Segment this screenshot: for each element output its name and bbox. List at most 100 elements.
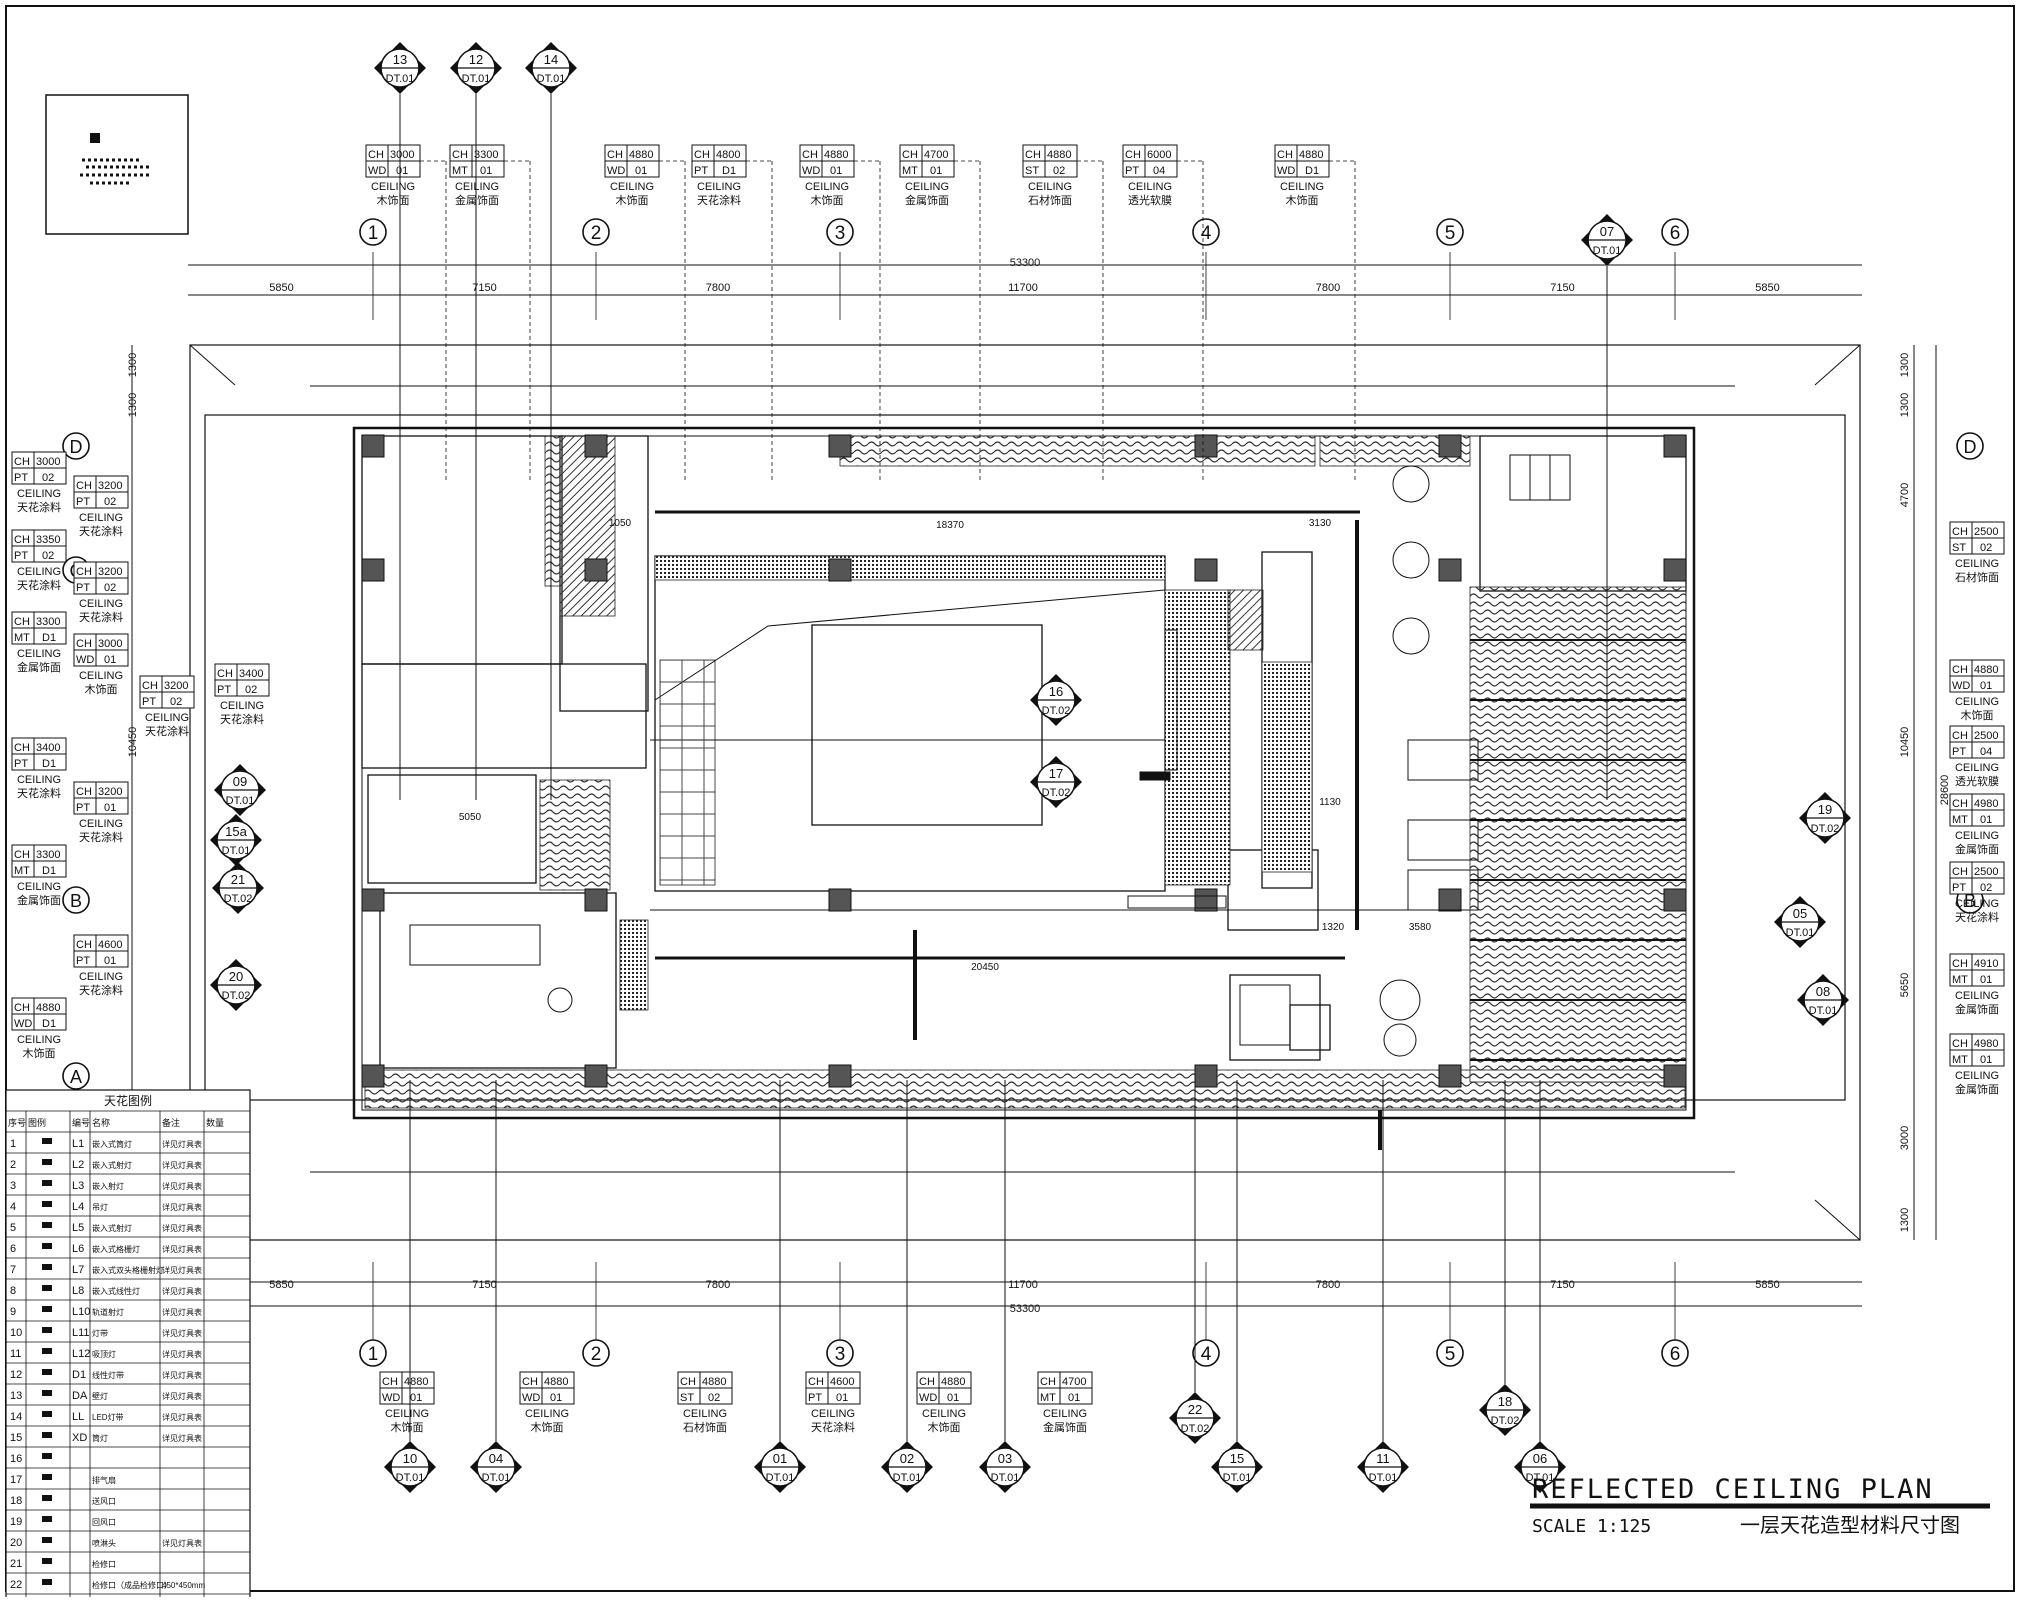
dim-interior-1: 3130: [1309, 518, 1332, 529]
dim-interior-6: 3580: [1409, 922, 1432, 933]
tag-num: D1: [42, 1018, 56, 1030]
tag-material: 金属饰面: [1955, 1082, 1999, 1096]
tag-height: 4880: [824, 149, 848, 161]
legend-header: 备注: [162, 1117, 180, 1128]
legend-name: 线性灯带: [92, 1370, 124, 1380]
legend-name: 吊灯: [92, 1202, 108, 1212]
legend-header: 图例: [28, 1117, 46, 1128]
column-6-D: [1663, 434, 1687, 458]
tag-code: PT: [76, 582, 90, 594]
tag-height: 3200: [98, 786, 122, 798]
tag-material: 石材饰面: [1955, 570, 1999, 584]
tag-code: WD: [522, 1392, 540, 1404]
tag-height: 4880: [1974, 664, 1998, 676]
legend-name: 回风口: [92, 1518, 116, 1527]
tag-ceiling: CEILING: [610, 181, 654, 193]
tag-ceiling: CEILING: [1043, 1408, 1087, 1420]
tag-material: 天花涂料: [79, 610, 123, 624]
tag-num: 04: [1980, 746, 1992, 758]
tag-code: PT: [1952, 882, 1966, 894]
callout-number: 15a: [225, 824, 247, 839]
tag-code: MT: [14, 632, 30, 644]
tag-label-ch: CH: [76, 480, 92, 492]
legend-no: 15: [10, 1432, 22, 1444]
callout-sheet: DT.02: [1181, 1423, 1210, 1435]
tag-ceiling: CEILING: [17, 648, 61, 660]
legend-symbol: [42, 1495, 52, 1501]
tag-ceiling: CEILING: [17, 1034, 61, 1046]
tag-code: WD: [368, 165, 386, 177]
dim-left-2: 10450: [127, 727, 139, 758]
tag-material: 木饰面: [928, 1420, 961, 1434]
tag-label-ch: CH: [14, 456, 30, 468]
tag-code: PT: [14, 758, 28, 770]
tag-height: 4880: [1047, 149, 1071, 161]
legend-no: 5: [10, 1222, 16, 1234]
grid-label: D: [1964, 437, 1977, 457]
tag-ceiling: CEILING: [79, 598, 123, 610]
tag-material: 天花涂料: [79, 830, 123, 844]
legend-no: 4: [10, 1201, 16, 1213]
legend-name: 排气扇: [92, 1475, 116, 1485]
callout-sheet: DT.01: [1786, 927, 1815, 939]
drawing-title: REFLECTED CEILING PLAN: [1532, 1474, 1934, 1505]
grid-bubble-D: D: [1956, 432, 1984, 460]
tag-ceiling: CEILING: [79, 512, 123, 524]
grid-label: 2: [591, 1344, 602, 1365]
dim-overall-bottom: 53300: [1010, 1303, 1041, 1315]
dim-top-6: 5850: [1755, 282, 1779, 294]
tag-material: 金属饰面: [1955, 842, 1999, 856]
tag-ceiling: CEILING: [17, 774, 61, 786]
tag-material: 木饰面: [616, 193, 649, 207]
legend-code: L12: [72, 1348, 90, 1360]
tag-num: 02: [170, 696, 182, 708]
tag-height: 4980: [1974, 1038, 1998, 1050]
legend-name: 吸顶灯: [92, 1349, 116, 1359]
dim-interior-5: 1130: [1319, 797, 1341, 808]
tag-ceiling: CEILING: [683, 1408, 727, 1420]
column-3-A: [828, 1064, 852, 1088]
tag-code: WD: [1952, 680, 1970, 692]
tag-num: 01: [410, 1392, 422, 1404]
tag-ceiling: CEILING: [805, 181, 849, 193]
grid-label: D: [70, 437, 83, 457]
grid-label: 4: [1201, 223, 1212, 244]
tag-material: 金属饰面: [905, 193, 949, 207]
legend-name: 筒灯: [92, 1433, 108, 1443]
tag-label-ch: CH: [1952, 866, 1968, 878]
tag-label-ch: CH: [522, 1376, 538, 1388]
legend-note: 详见灯具表: [162, 1286, 202, 1296]
legend-note: 详见灯具表: [162, 1160, 202, 1170]
dim-right-3: 10450: [1899, 727, 1911, 758]
dim-interior-4: 5050: [459, 812, 482, 823]
legend-code: L7: [72, 1264, 84, 1276]
tag-num: 01: [635, 165, 647, 177]
legend-note: 详见灯具表: [162, 1265, 202, 1275]
tag-code: MT: [902, 165, 918, 177]
legend-row: 16: [10, 1453, 52, 1465]
grid-bubble-1-bottom: 1: [359, 1339, 387, 1367]
column-5-B: [1438, 888, 1462, 912]
grid-lines: [372, 252, 1676, 1340]
tag-code: PT: [76, 496, 90, 508]
